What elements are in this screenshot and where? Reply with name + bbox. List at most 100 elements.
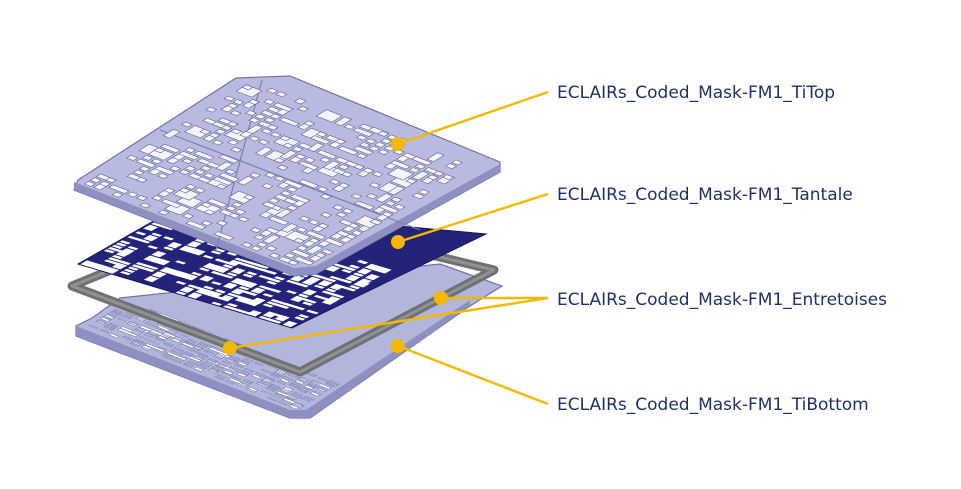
mask-hole <box>178 187 191 194</box>
mask-hole <box>298 179 320 189</box>
mask-hole <box>111 244 123 249</box>
mask-hole <box>321 280 333 285</box>
mask-hole <box>262 234 281 244</box>
mask-hole <box>105 177 118 183</box>
mask-hole <box>266 280 278 285</box>
mask-hole <box>164 353 174 358</box>
leader-lines <box>229 90 549 406</box>
mask-hole <box>288 404 300 410</box>
mask-hole <box>352 272 365 277</box>
mask-hole <box>266 301 290 309</box>
mask-hole <box>99 316 111 322</box>
mask-hole <box>160 198 182 209</box>
mask-hole <box>414 163 427 170</box>
mask-hole <box>241 84 254 91</box>
mask-hole <box>263 117 276 124</box>
mask-hole <box>254 113 267 120</box>
mask-hole <box>170 337 182 343</box>
mask-hole <box>230 355 241 360</box>
mask-hole <box>295 226 308 233</box>
mask-hole <box>229 110 242 116</box>
mask-hole <box>355 153 369 159</box>
mask-hole <box>303 120 316 127</box>
mask-hole <box>209 368 220 373</box>
mask-hole <box>200 363 210 368</box>
mask-hole <box>233 363 244 369</box>
mask-hole <box>108 184 130 194</box>
mask-hole <box>113 309 124 314</box>
mask-hole <box>319 193 332 200</box>
mask-hole <box>264 377 275 382</box>
mask-hole <box>232 99 245 105</box>
mask-hole <box>305 230 327 240</box>
dot-tantale <box>391 235 405 249</box>
mask-hole <box>215 183 228 190</box>
mask-hole <box>380 138 393 145</box>
mask-hole <box>135 338 145 344</box>
mask-hole <box>250 245 263 252</box>
mask-hole <box>269 113 282 120</box>
mask-hole <box>268 252 281 259</box>
mask-hole <box>335 211 348 218</box>
mask-hole <box>115 263 127 268</box>
mask-hole <box>267 385 278 391</box>
mask-hole <box>325 296 341 303</box>
leader-dots <box>223 137 448 355</box>
mask-hole <box>226 303 239 308</box>
mask-hole <box>307 219 321 226</box>
mask-hole <box>186 360 208 370</box>
mask-hole <box>202 262 230 273</box>
mask-hole <box>303 384 315 390</box>
mask-hole <box>324 382 335 388</box>
mask-hole <box>321 290 345 299</box>
mask-hole <box>230 267 246 275</box>
mask-hole <box>226 121 239 128</box>
mask-hole <box>371 171 384 178</box>
mask-hole <box>123 268 135 273</box>
mask-hole <box>282 302 306 311</box>
mask-hole <box>215 161 234 172</box>
mask-hole <box>109 311 120 316</box>
mask-hole <box>207 358 217 364</box>
mask-hole <box>279 190 292 197</box>
mask-hole <box>262 293 274 298</box>
mask-hole <box>119 248 135 255</box>
mask-hole <box>276 380 287 385</box>
mask-hole <box>151 232 163 237</box>
mask-hole <box>204 349 215 354</box>
mask-hole <box>182 363 193 368</box>
mask-hole <box>279 150 298 160</box>
mask-hole <box>198 342 209 347</box>
mask-hole <box>268 216 290 226</box>
mask-hole <box>344 233 358 240</box>
mask-hole <box>183 362 194 367</box>
mask-hole <box>163 342 174 348</box>
mask-hole <box>210 271 234 279</box>
mask-hole <box>287 259 300 266</box>
mask-hole <box>417 189 430 195</box>
mask-hole <box>137 315 148 320</box>
mask-hole <box>317 222 330 229</box>
mask-hole <box>230 278 258 288</box>
mask-hole <box>349 285 361 290</box>
mask-hole <box>174 357 185 362</box>
mask-hole <box>165 351 188 361</box>
mask-hole <box>364 274 380 281</box>
mask-hole <box>117 317 128 322</box>
mask-hole <box>311 380 322 385</box>
mask-hole <box>254 297 266 302</box>
mask-hole <box>338 182 351 189</box>
mask-hole <box>222 264 234 269</box>
mask-hole <box>208 132 221 139</box>
mask-hole <box>307 371 318 377</box>
mask-hole <box>405 178 418 185</box>
mask-hole <box>355 134 368 141</box>
mask-hole <box>239 381 250 386</box>
mask-hole <box>303 157 316 163</box>
mask-hole <box>194 345 205 350</box>
mask-hole <box>364 138 377 145</box>
mask-hole <box>153 165 176 176</box>
mask-hole <box>214 289 227 294</box>
mask-hole <box>381 211 394 218</box>
mask-hole <box>352 145 375 156</box>
